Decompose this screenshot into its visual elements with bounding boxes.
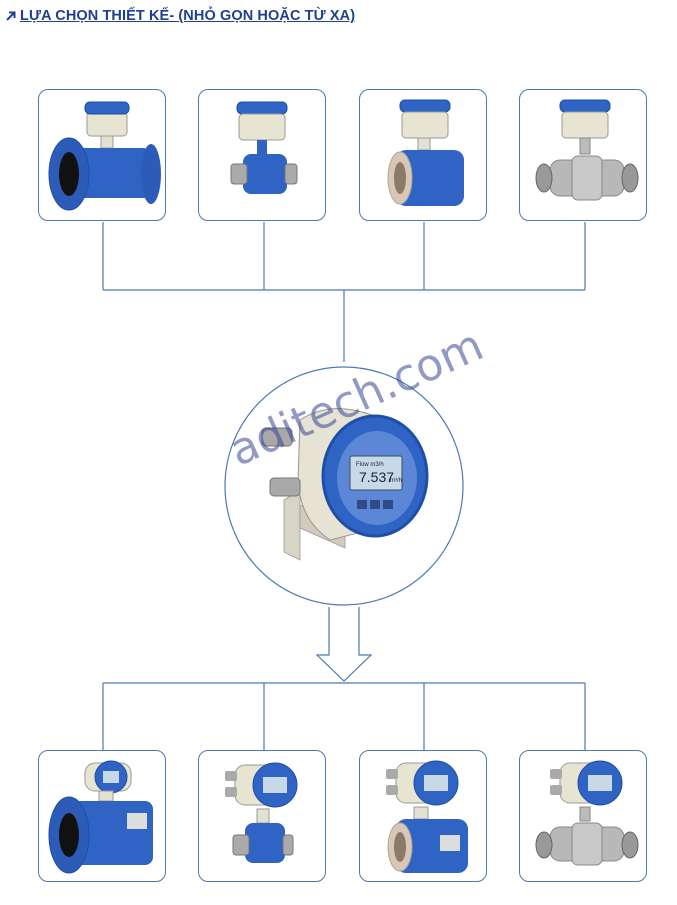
compact-wafer-sensor-image <box>386 760 468 873</box>
option-card-compact-threaded[interactable] <box>198 750 326 882</box>
option-card-remote-threaded[interactable] <box>198 89 326 221</box>
arrow-up-right-icon <box>6 11 16 21</box>
remote-wafer-sensor-image <box>387 99 464 206</box>
compact-flange-sensor-image <box>48 760 153 874</box>
option-card-remote-sanitary[interactable] <box>519 89 647 221</box>
compact-sanitary-sensor-image <box>535 760 639 866</box>
display-value: 7.537 <box>359 469 394 485</box>
option-card-remote-wafer[interactable] <box>359 89 487 221</box>
compact-threaded-sensor-image <box>225 762 298 863</box>
remote-sanitary-sensor-image <box>535 99 639 201</box>
remote-threaded-sensor-image <box>230 101 298 194</box>
down-arrow-icon <box>315 607 373 682</box>
page-title: LỰA CHỌN THIẾT KẾ- (NHỎ GỌN HOẶC TỪ XA) <box>20 8 356 24</box>
option-card-compact-wafer[interactable] <box>359 750 487 882</box>
converter-image <box>261 408 429 561</box>
remote-flange-sensor-image <box>48 101 161 211</box>
display-unit: m³/h <box>390 478 402 484</box>
option-card-compact-flange-large[interactable] <box>38 750 166 882</box>
display-small: Flow m3/h <box>356 462 384 468</box>
page-header: LỰA CHỌN THIẾT KẾ- (NHỎ GỌN HOẶC TỪ XA) <box>4 8 355 24</box>
option-card-remote-flange-large[interactable] <box>38 89 166 221</box>
option-card-compact-sanitary[interactable] <box>519 750 647 882</box>
